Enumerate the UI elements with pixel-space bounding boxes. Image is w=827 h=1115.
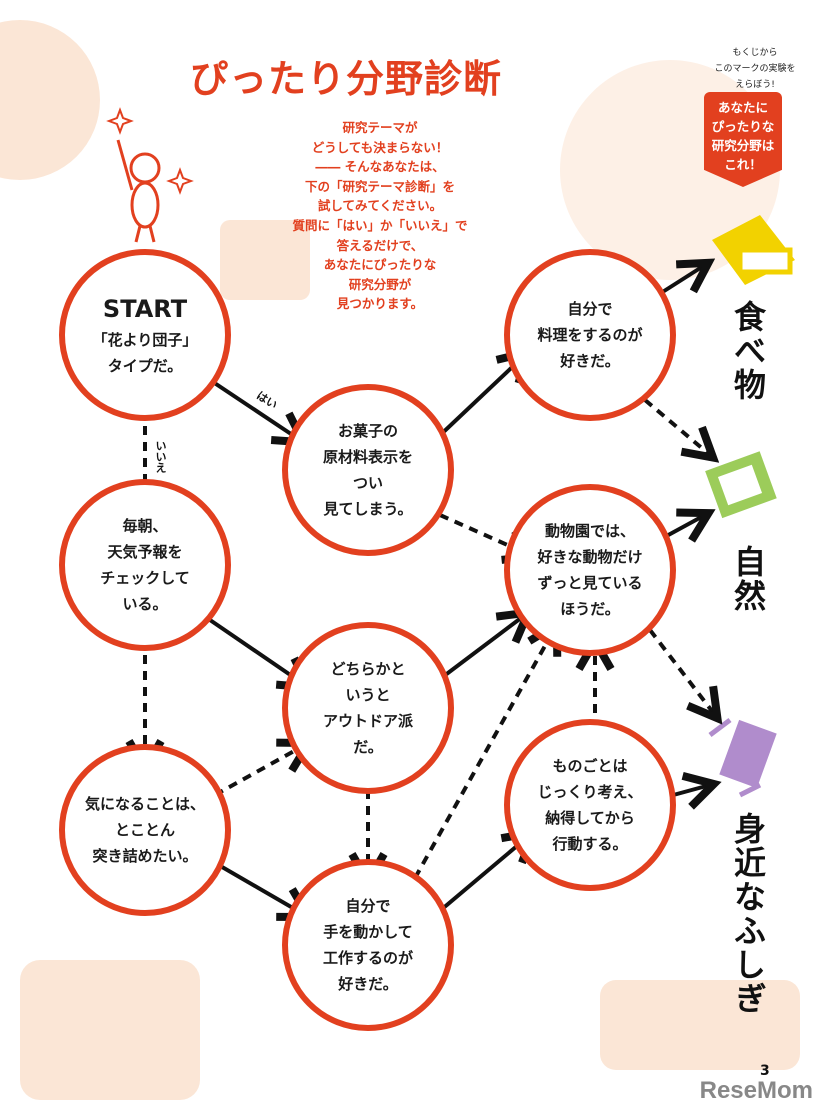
node-start: START 「花より団子」 タイプだ。 <box>59 249 231 421</box>
node-tewo: 自分で 手を動かして 工作するのが 好きだ。 <box>282 859 454 1031</box>
page-number: 3 <box>760 1063 770 1079</box>
start-heading: START <box>102 295 188 323</box>
arrow-yes <box>208 378 300 440</box>
node-maiasa: 毎朝、 天気予報を チェックして いる。 <box>59 479 231 651</box>
node-okashi: お菓子の 原材料表示を つい 見てしまう。 <box>282 384 454 556</box>
arrow-no <box>643 398 710 455</box>
food-icon <box>712 215 795 285</box>
start-question: 「花より団子」 タイプだ。 <box>92 331 198 375</box>
arrow-yes <box>208 858 305 915</box>
category-food: 食べ物 <box>729 300 767 402</box>
page-title: ぴったり分野診断 <box>190 57 503 101</box>
resemom-logo: ReseMom <box>699 1077 813 1104</box>
arrow-no <box>214 745 305 797</box>
arrow-yes <box>433 355 525 442</box>
node-ryori: 自分で 料理をするのが 好きだ。 <box>504 249 676 421</box>
category-nature: 自然 <box>729 545 767 613</box>
result-badge: あなたに ぴったりな 研究分野は これ！ <box>704 92 782 187</box>
arrow-yes <box>430 615 525 687</box>
arrow-yes <box>433 835 530 917</box>
bg-decoration <box>20 960 200 1100</box>
node-kininaru: 気になることは、 とことん 突き詰めたい。 <box>59 744 231 916</box>
arrow-no <box>648 628 715 715</box>
bg-decoration <box>220 220 310 300</box>
hint-text: もくじから このマークの実験を えらぼう! <box>714 48 796 90</box>
category-wonder: 身近なふしぎ <box>729 812 767 1016</box>
node-dochira: どちらかと いうと アウトドア派 だ。 <box>282 622 454 794</box>
node-dobutsuen: 動物園では、 好きな動物だけ ずっと見ている ほうだ。 <box>504 484 676 656</box>
wonder-icon <box>708 718 777 798</box>
intro-text: 研究テーマが どうしても決まらない！ ―― そんなあなたは、 下の「研究テーマ診… <box>292 120 468 312</box>
node-monogoto: ものごとは じっくり考え、 納得してから 行動する。 <box>504 719 676 891</box>
mascot-icon <box>106 107 194 243</box>
bg-decoration <box>600 980 800 1070</box>
no-label: いいえ <box>154 440 167 473</box>
nature-icon <box>705 451 777 519</box>
